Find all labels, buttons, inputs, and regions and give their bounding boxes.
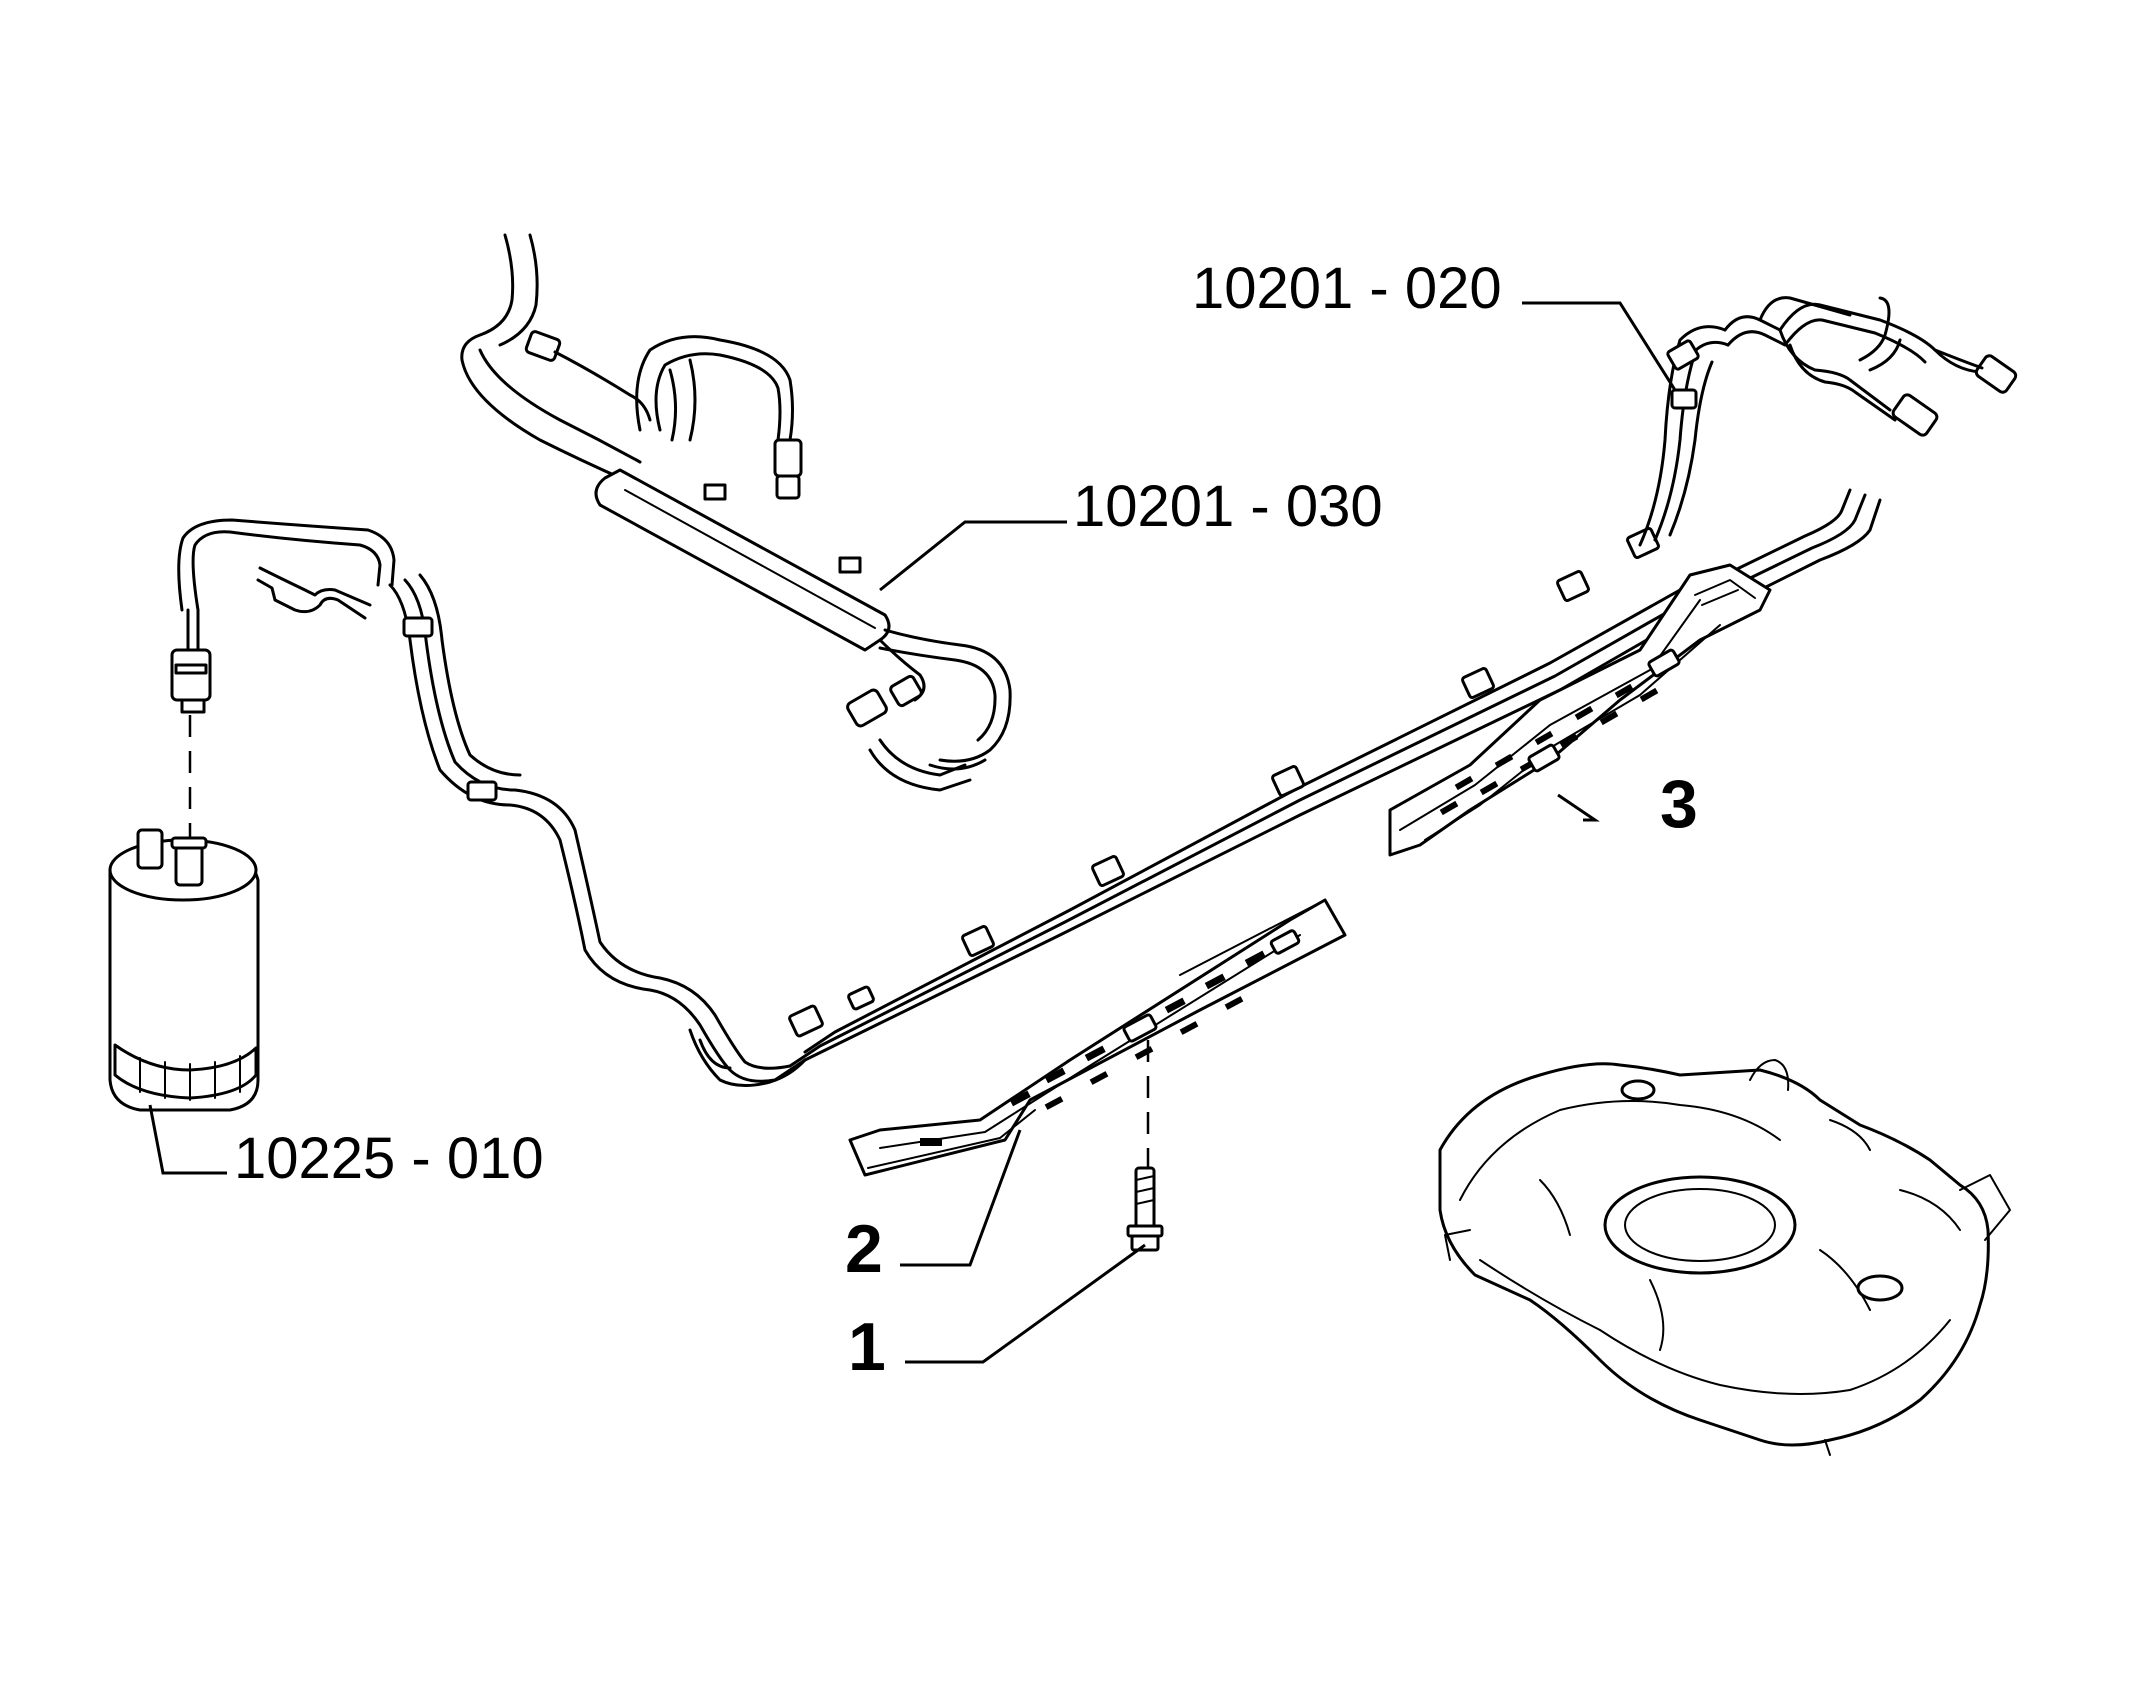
screw [1126,1166,1164,1252]
callout-3: 3 [1660,766,1698,842]
rear-fuel-line-assembly [1666,296,2018,437]
callout-10225-010: 10225 - 010 [234,1126,544,1191]
heat-shield-rear [1388,563,1772,857]
main-fuel-line [170,325,1882,1087]
fuel-tank [1438,1059,2011,1456]
callout-10201-020: 10201 - 020 [1192,256,1502,321]
fuel-filter [108,715,260,1112]
callout-1: 1 [848,1309,886,1385]
callout-2: 2 [845,1211,883,1287]
front-fuel-line-assembly [460,233,1012,792]
leader-lines [148,301,1677,1364]
callout-10201-030: 10201 - 030 [1073,474,1383,539]
heat-shield-front [848,898,1347,1185]
